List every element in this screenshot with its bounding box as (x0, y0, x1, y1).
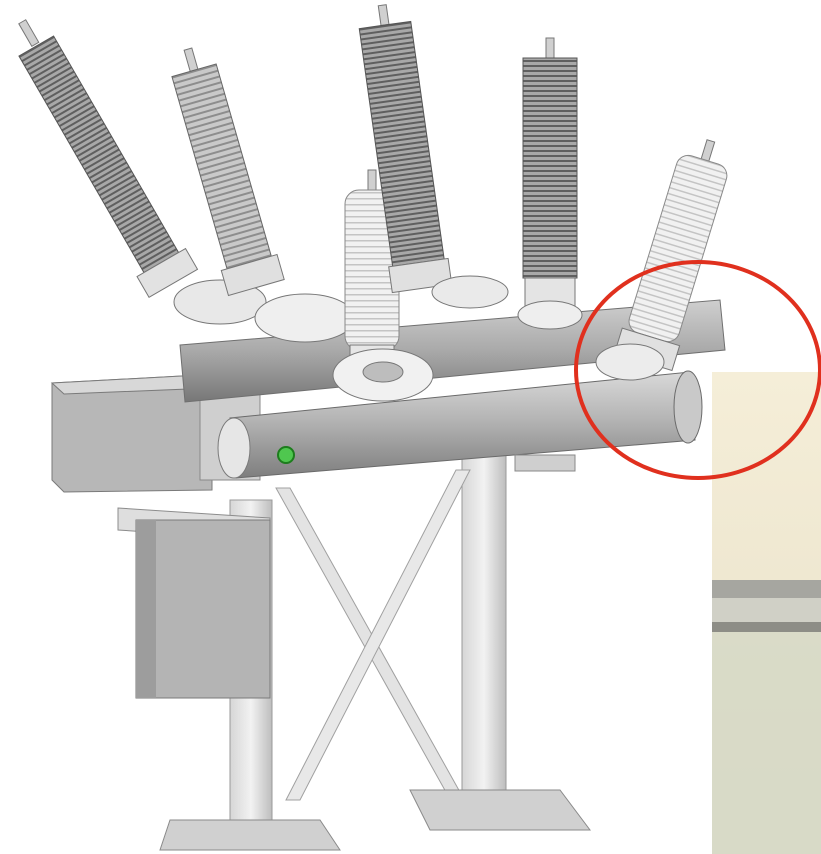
highlight-circle (574, 260, 821, 480)
bushing-6 (595, 139, 728, 381)
bushing-2 (171, 47, 356, 343)
bushing-4 (358, 4, 509, 309)
bushing-3 (332, 169, 434, 402)
control-cabinet (117, 507, 271, 699)
green-status-indicator (277, 446, 295, 464)
inset-detail-panel (712, 372, 821, 854)
bushing-5 (517, 37, 583, 330)
